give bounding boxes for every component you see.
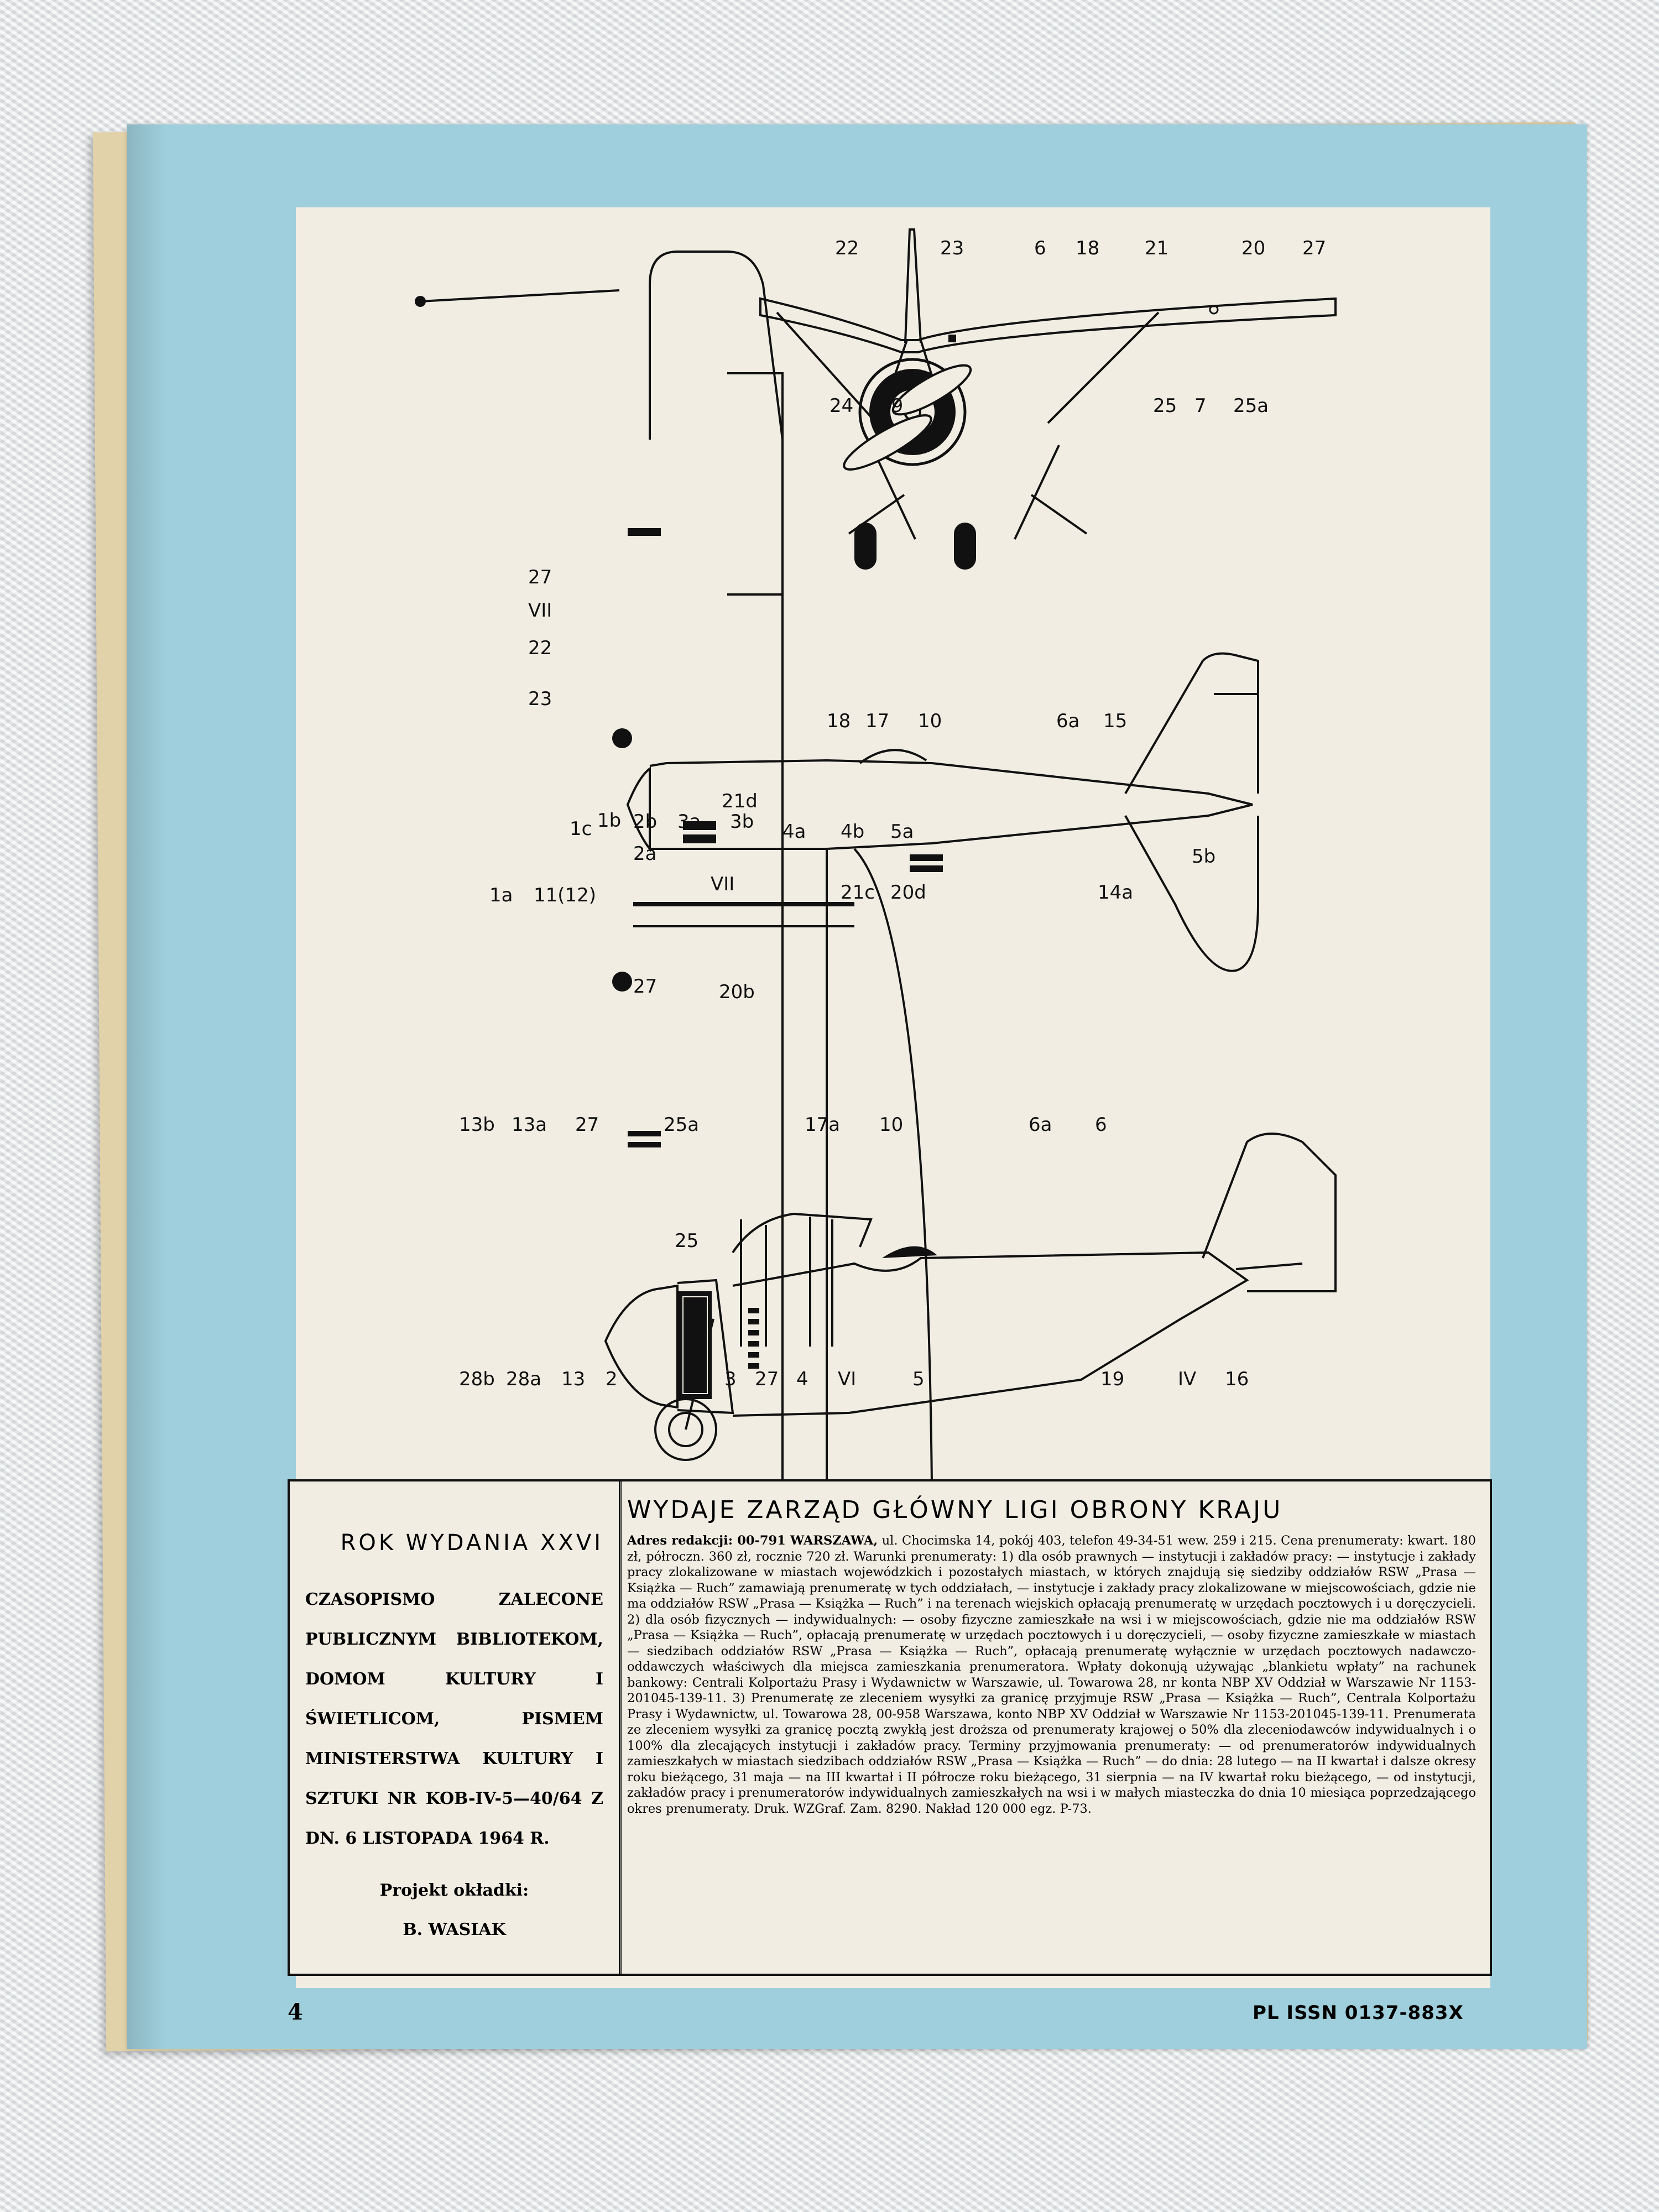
issn-number: PL ISSN 0137-883X xyxy=(1253,2002,1464,2024)
part-label: 25 xyxy=(1153,395,1177,417)
part-label: 21c xyxy=(841,881,875,904)
aircraft-outlines xyxy=(604,228,1337,1485)
side-view-details xyxy=(679,1246,937,1399)
part-label: VII xyxy=(528,599,552,622)
top-view xyxy=(626,251,1259,1485)
subscription-text: Adres redakcji: 00-791 WARSZAWA, ul. Cho… xyxy=(627,1533,1476,1817)
part-label: 3 xyxy=(724,1368,737,1390)
part-label: 6 xyxy=(1034,237,1046,259)
part-label: 5b xyxy=(1192,846,1215,868)
subscription-info: WYDAJE ZARZĄD GŁÓWNY LIGI OBRONY KRAJU A… xyxy=(627,1489,1476,1965)
part-label: 6 xyxy=(1095,1114,1107,1136)
part-label: 4b xyxy=(841,821,864,843)
part-label: 21d xyxy=(722,790,758,812)
part-label: 17 xyxy=(865,710,889,732)
part-label: 24 xyxy=(830,395,853,417)
part-label: 20d xyxy=(890,881,926,904)
part-label: 2b xyxy=(633,811,657,833)
part-label: 10 xyxy=(879,1114,903,1136)
front-view xyxy=(759,228,1337,540)
part-label: 5a xyxy=(890,821,914,843)
part-label: 19 xyxy=(1100,1368,1124,1390)
part-label: 13a xyxy=(512,1114,547,1136)
part-label: 1c xyxy=(570,818,592,840)
part-label: 29 xyxy=(879,395,903,417)
part-label: 2 xyxy=(606,1368,618,1390)
part-label: 25a xyxy=(1233,395,1269,417)
part-label: 15 xyxy=(1103,710,1127,732)
part-labels: 22 23 6 18 21 20 27 24 29 25 7 25a 27 VI… xyxy=(459,237,1326,1390)
part-label: 18 xyxy=(827,710,851,732)
part-label: 16 xyxy=(1225,1368,1249,1390)
part-label: 28b xyxy=(459,1368,495,1390)
part-label: 13 xyxy=(561,1368,585,1390)
part-label: 27 xyxy=(528,566,552,588)
part-label: 13b xyxy=(459,1114,495,1136)
part-label: 14a xyxy=(1098,881,1133,904)
part-label: IV xyxy=(1178,1368,1196,1390)
address-body: ul. Chocimska 14, pokój 403, telefon 49-… xyxy=(627,1533,1476,1816)
part-label: 22 xyxy=(528,637,552,659)
part-label: 1b xyxy=(597,810,621,832)
print-info: Druk. WZGraf. Zam. 8290. Nakład 120 000 … xyxy=(754,1801,1092,1816)
publisher-heading: WYDAJE ZARZĄD GŁÓWNY LIGI OBRONY KRAJU xyxy=(627,1496,1283,1524)
part-label: 4 xyxy=(796,1368,808,1390)
address-label: Adres redakcji: 00-791 WARSZAWA, xyxy=(627,1533,878,1548)
part-label: VI xyxy=(838,1368,856,1390)
part-label: 27 xyxy=(633,975,657,998)
part-label: 5 xyxy=(912,1368,925,1390)
part-label: VII xyxy=(711,873,734,895)
part-label: 1a xyxy=(489,884,513,906)
part-label: 7 xyxy=(1194,395,1207,417)
part-label: 23 xyxy=(528,688,552,710)
part-label: 11(12) xyxy=(534,884,596,906)
edition-info: ROK WYDANIA XXVI CZASOPISMO ZALECONE PUB… xyxy=(290,1481,622,1974)
part-label: 6a xyxy=(1056,710,1079,732)
part-label: 7 xyxy=(686,1368,698,1390)
part-label: 10 xyxy=(918,710,942,732)
part-label: 4a xyxy=(782,821,806,843)
part-label: 20b xyxy=(719,981,755,1003)
top-view-details xyxy=(612,528,943,1147)
part-label: 23 xyxy=(940,237,964,259)
part-label: 2a xyxy=(633,843,656,865)
part-label: 27 xyxy=(755,1368,779,1390)
pitot-line xyxy=(420,289,620,302)
aircraft-technical-drawing: 22 23 6 18 21 20 27 24 29 25 7 25a 27 VI… xyxy=(415,228,1337,1485)
part-label: 28a xyxy=(506,1368,541,1390)
publication-info-box: ROK WYDANIA XXVI CZASOPISMO ZALECONE PUB… xyxy=(288,1479,1492,1976)
cover-designer: B. WASIAK xyxy=(403,1920,506,1939)
part-label: 22 xyxy=(835,237,859,259)
part-label: 18 xyxy=(1076,237,1099,259)
part-label: 3b xyxy=(730,811,754,833)
edition-year: ROK WYDANIA XXVI xyxy=(340,1530,603,1556)
part-label: 6a xyxy=(1029,1114,1052,1136)
part-label: 3a xyxy=(677,811,701,833)
ministry-recommendation: CZASOPISMO ZALECONE PUBLICZNYM BIBLIOTEK… xyxy=(305,1590,603,1848)
pitot-dot xyxy=(415,296,426,307)
part-label: 27 xyxy=(575,1114,599,1136)
page-number: 4 xyxy=(288,1999,303,2025)
cover-design-label: Projekt okładki: xyxy=(379,1881,529,1900)
part-label: 27 xyxy=(1302,237,1326,259)
part-label: 17a xyxy=(805,1114,840,1136)
part-label: 25a xyxy=(664,1114,699,1136)
side-view xyxy=(604,1133,1337,1461)
part-label: 25 xyxy=(675,1230,698,1252)
part-label: 20 xyxy=(1241,237,1265,259)
part-label: 21 xyxy=(1145,237,1168,259)
front-view-details xyxy=(843,305,1219,570)
